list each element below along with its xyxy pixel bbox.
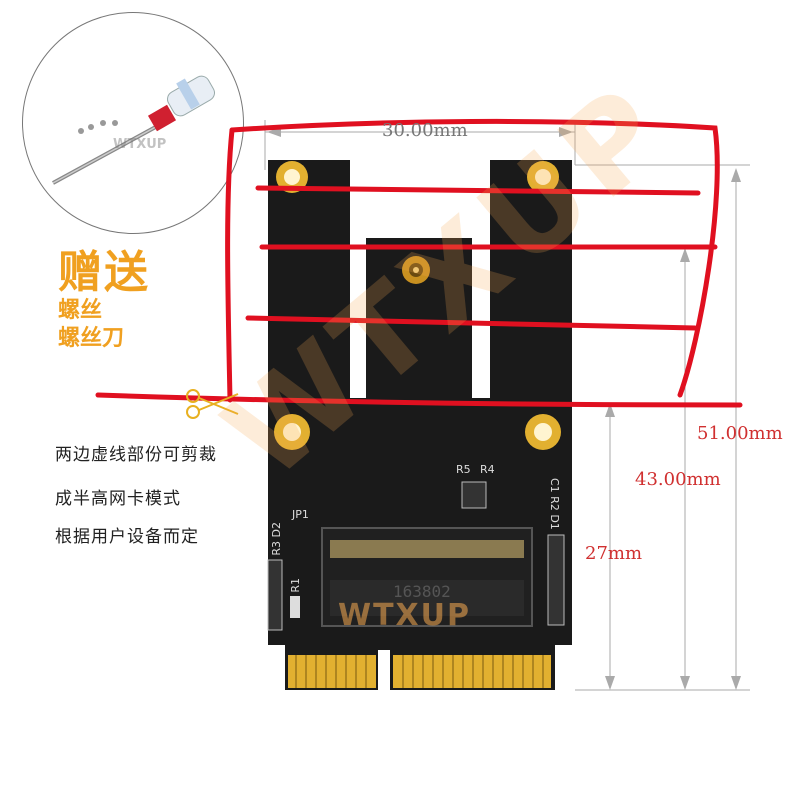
gift-title: 赠送 (58, 247, 150, 298)
gold-fingers (288, 655, 551, 688)
label-c1r2d1: C1 R2 D1 (548, 478, 561, 530)
scissors-icon (186, 389, 239, 419)
note-line-3: 根据用户设备而定 (55, 527, 199, 547)
red-cut-marks (95, 118, 743, 408)
connector-marking: 163802 (393, 582, 451, 601)
gift-item-screw: 螺丝 (58, 298, 103, 323)
dim-height-half: 43.00mm (635, 469, 721, 490)
dim-height-short: 27mm (585, 543, 643, 564)
label-r5: R5 (456, 463, 471, 476)
gift-item-screwdriver: 螺丝刀 (58, 326, 125, 351)
watermark-small: WTXUP (338, 598, 472, 633)
dim-width: 30.00mm (382, 120, 468, 141)
label-r3d2: R3 D2 (270, 522, 283, 556)
svg-text:WTXUP: WTXUP (113, 137, 166, 152)
label-r4: R4 (480, 463, 495, 476)
dimension-lines (264, 120, 750, 691)
screwdriver-icon: WTXUP (52, 75, 215, 185)
note-line-2: 成半高网卡模式 (55, 489, 181, 509)
dim-height-full: 51.00mm (697, 423, 783, 444)
screwdriver-inset: WTXUP (22, 12, 244, 234)
note-line-1: 两边虚线部份可剪裁 (55, 445, 217, 465)
label-r1: R1 (289, 578, 302, 593)
label-jp1: JP1 (292, 508, 309, 521)
